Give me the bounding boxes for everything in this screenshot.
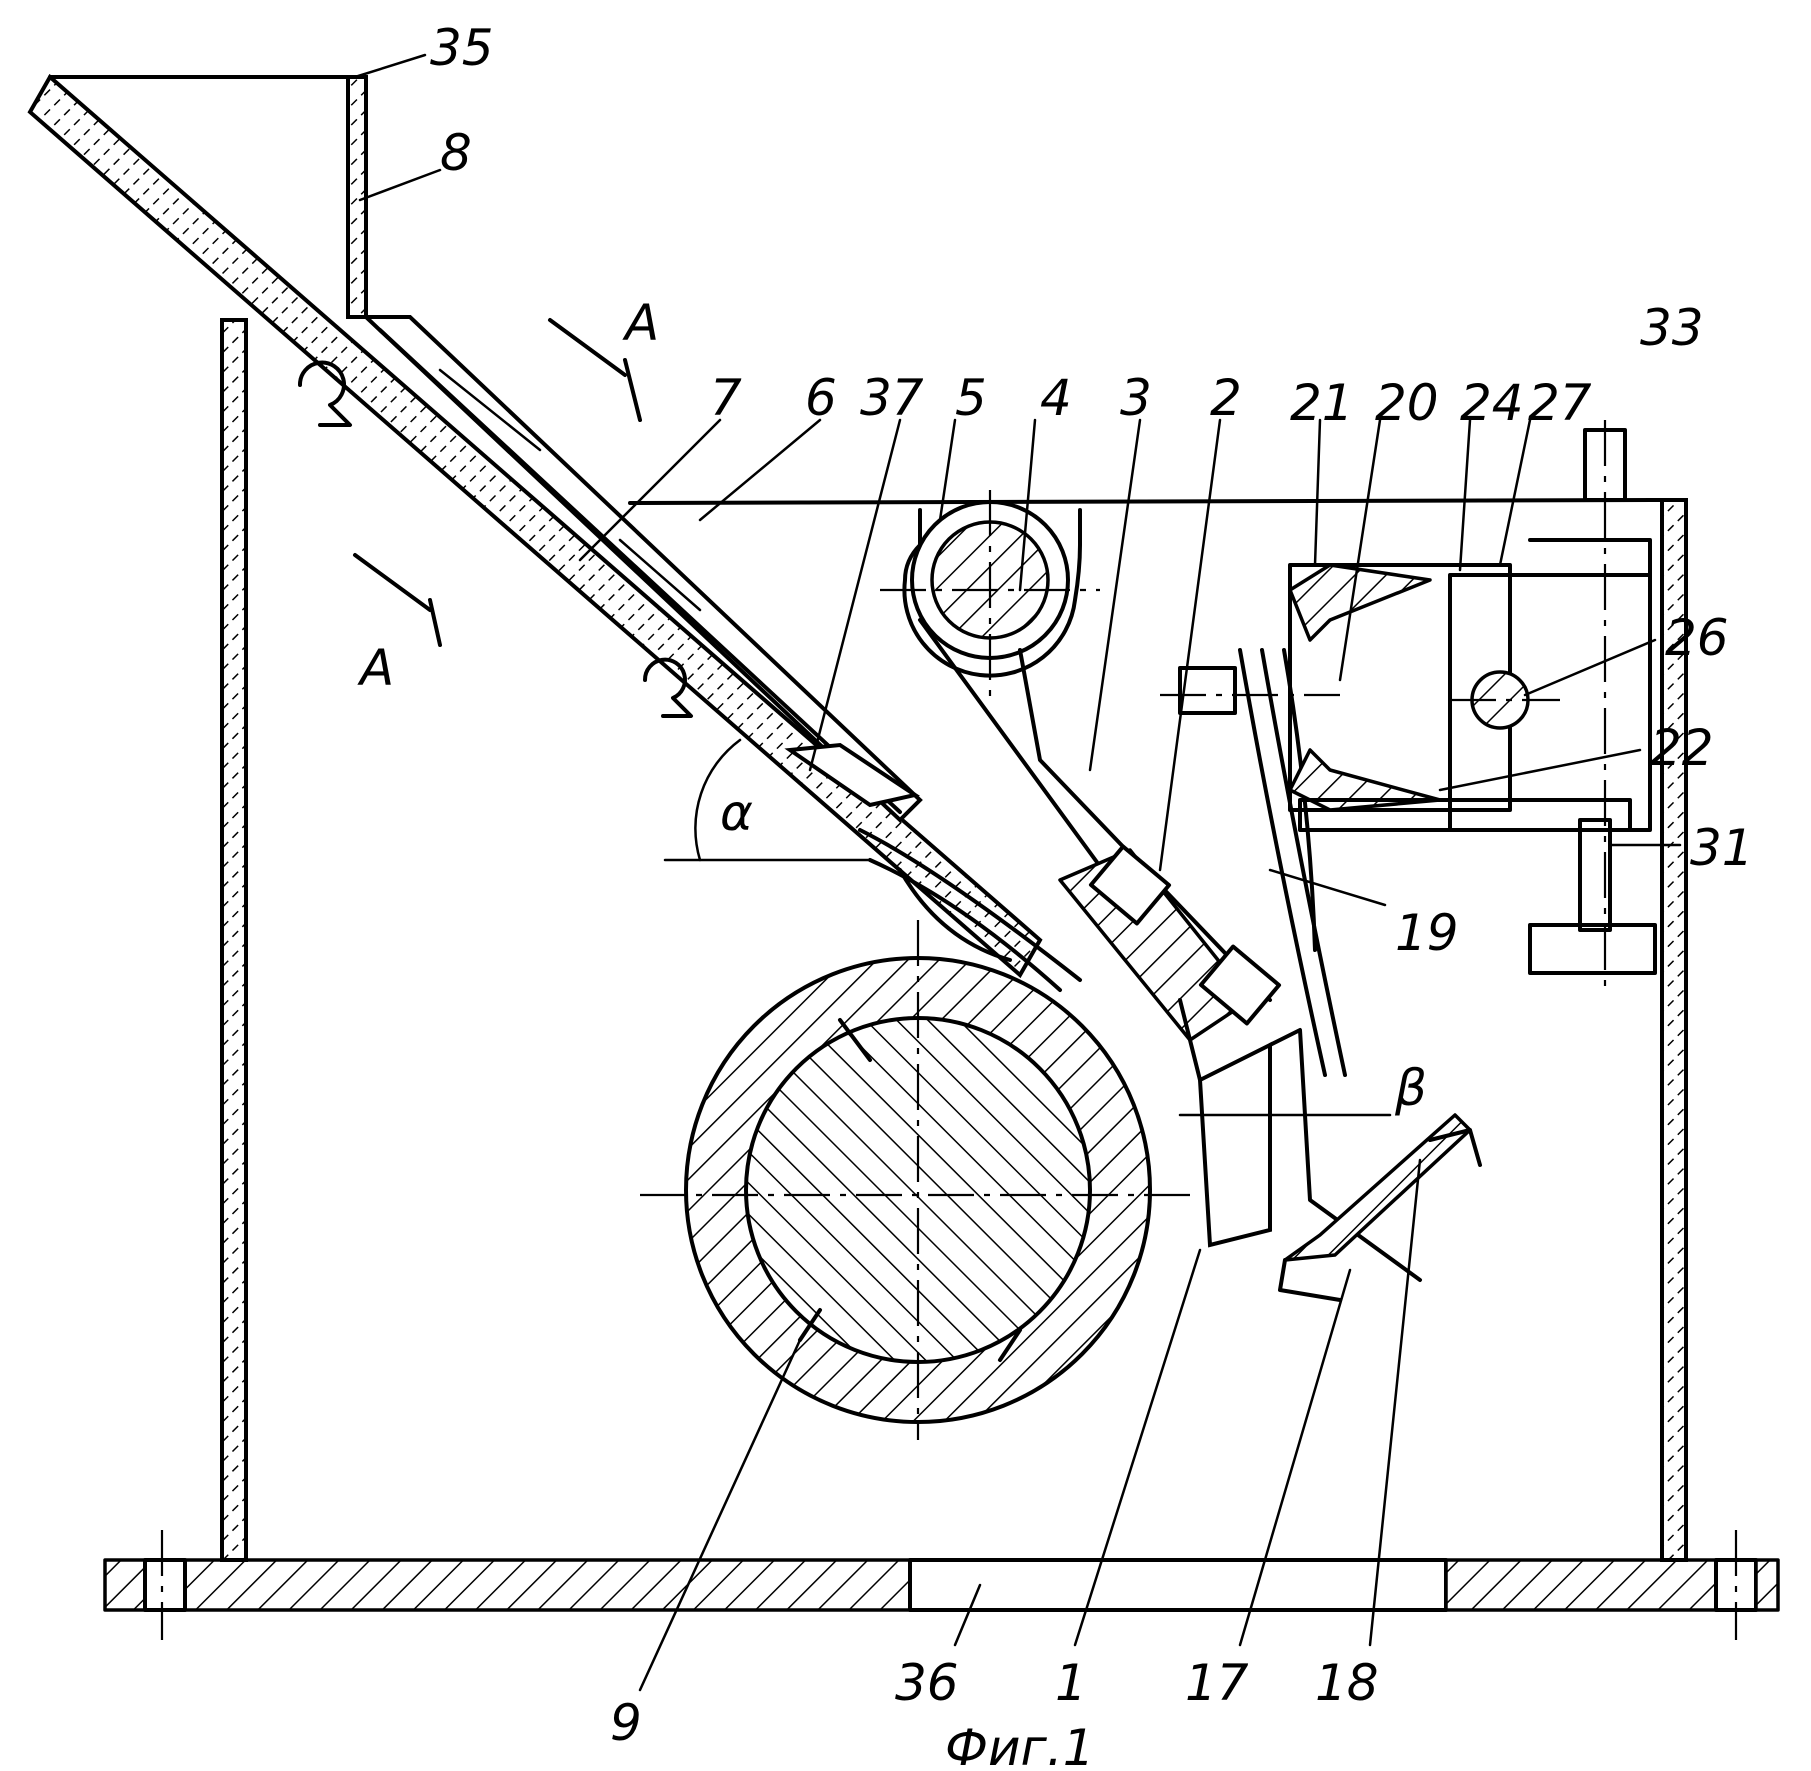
label-22: 22 [1650, 719, 1714, 777]
label-24: 24 [1460, 374, 1524, 432]
base-plate [105, 1530, 1778, 1640]
label-6: 6 [805, 369, 837, 427]
label-31: 31 [1690, 819, 1754, 877]
shaft-assembly [880, 490, 1270, 1000]
label-4: 4 [1040, 369, 1072, 427]
label-17: 17 [1185, 1654, 1249, 1712]
label-36: 36 [895, 1654, 959, 1712]
label-18: 18 [1315, 1654, 1379, 1712]
leader-lines [355, 55, 1680, 1690]
label-9: 9 [610, 1694, 642, 1752]
label-37: 37 [860, 369, 924, 427]
angle-beta: β [1394, 1059, 1427, 1117]
label-5: 5 [955, 369, 987, 427]
section-label-top: А [622, 294, 659, 352]
label-2: 2 [1210, 369, 1242, 427]
label-26: 26 [1665, 609, 1729, 667]
guide-tray [1280, 1115, 1480, 1300]
label-7: 7 [710, 369, 742, 427]
label-3: 3 [1120, 369, 1152, 427]
label-35: 35 [430, 19, 494, 77]
section-label-bottom: А [357, 639, 394, 697]
label-21: 21 [1290, 374, 1354, 432]
label-8: 8 [440, 124, 472, 182]
figure-caption: Фиг.1 [945, 1719, 1095, 1771]
label-19: 19 [1395, 904, 1459, 962]
electromagnet [1290, 540, 1650, 830]
roller [640, 920, 1200, 1440]
label-20: 20 [1375, 374, 1439, 432]
label-1: 1 [1055, 1654, 1087, 1712]
angle-alpha: α [720, 784, 753, 842]
label-33: 33 [1640, 299, 1704, 357]
label-27: 27 [1528, 374, 1592, 432]
bracket [1530, 420, 1655, 990]
hopper-and-chute [30, 77, 1080, 990]
